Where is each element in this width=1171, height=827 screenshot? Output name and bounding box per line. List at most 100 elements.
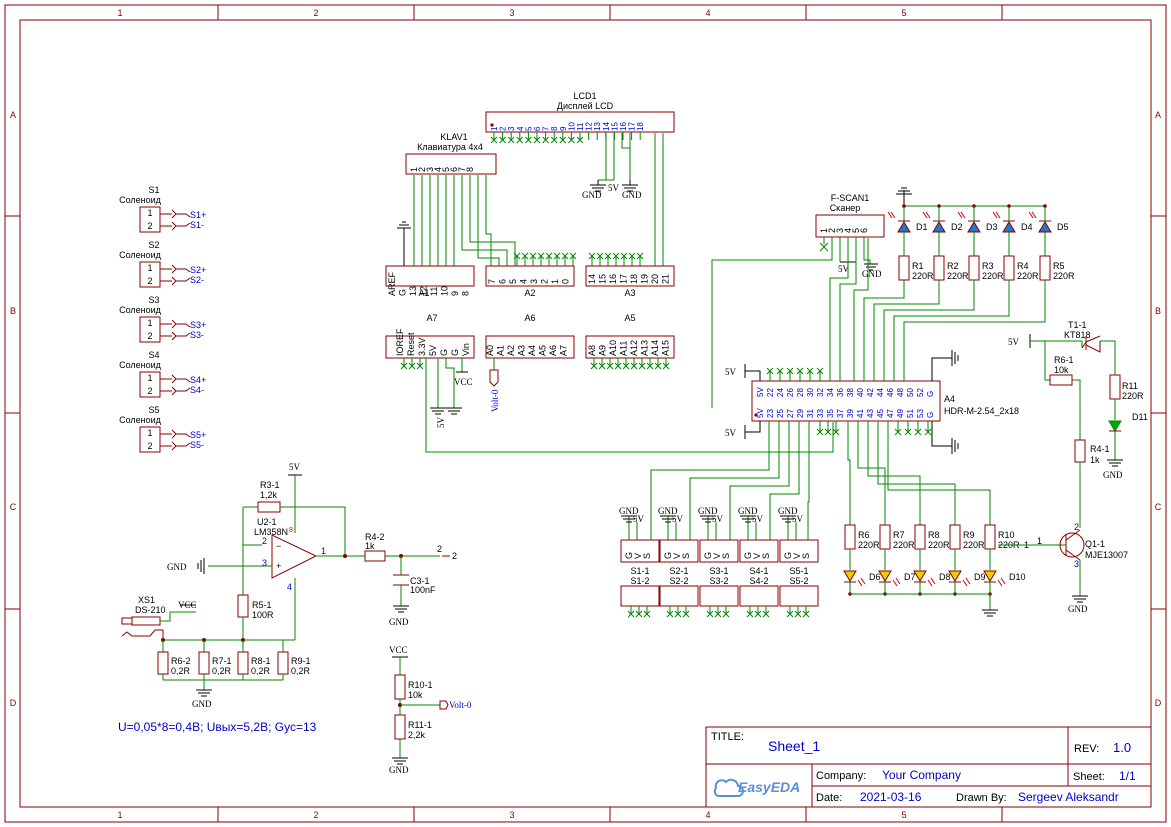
lcd-name: Дисплей LCD (557, 101, 614, 111)
no-connect-mark (796, 367, 804, 375)
a2-pin-label: 0 (561, 279, 571, 284)
a3-pin-label: 18 (629, 274, 639, 284)
gnd-label: GND (167, 562, 187, 572)
no-connect-mark (638, 362, 646, 370)
a4-bottom-pin-label: 31 (806, 409, 815, 418)
solenoid-name: Соленоид (119, 305, 162, 315)
no-connect-marks (588, 252, 644, 266)
switch-pin-label: S (681, 553, 691, 559)
switch-pin-label: V (792, 553, 802, 559)
bottom-resistor-value: 220R (858, 540, 880, 550)
no-connect-mark (525, 136, 532, 144)
solenoid-name: Соленоид (119, 250, 162, 260)
col-label-4b: 4 (705, 810, 710, 820)
a5-pin-label: A15 (661, 340, 671, 356)
a4-ref: A4 (944, 394, 955, 404)
r3-1-val: 1,2k (260, 490, 278, 500)
lcd-pin-label: 2 (499, 126, 508, 131)
no-connect-mark (627, 610, 635, 618)
gnd-label: GND (619, 506, 639, 516)
volt0-label: Volt-0 (490, 389, 500, 412)
a6-pin-label: A4 (527, 345, 537, 356)
no-connect-mark (832, 428, 840, 436)
a6-pin-label: A0 (485, 345, 495, 356)
t1-ref: T1-1 (1068, 320, 1087, 330)
bottom-led-bank: R6220RD6R7220RD7R8220RD8R9220RD9R10220RD… (843, 524, 1026, 617)
volt0-label: Volt-0 (449, 700, 472, 710)
a1-pin-label: 11 (429, 287, 439, 296)
fscan-pin-label: 3 (835, 228, 845, 233)
a7-pin-label: Reset (406, 332, 416, 356)
a4-top-pin-label: G (926, 391, 935, 397)
svg-text:8: 8 (289, 527, 293, 534)
switch-ref2: S3-2 (709, 576, 728, 586)
klav-pin-label: 8 (465, 167, 475, 172)
a1-ref: A1 (418, 288, 429, 298)
a7-pin-label: 3.3V (417, 337, 427, 356)
no-connect-mark (559, 136, 567, 144)
lcd-pin-label: 6 (533, 126, 542, 131)
switch-pin-label: V (672, 553, 682, 559)
a2-pin-label: 6 (498, 279, 508, 284)
a4-top-pin-label: 30 (806, 388, 815, 397)
fscan-pin-label: 5 (851, 228, 861, 233)
fscan-pin-label: 6 (859, 228, 869, 233)
no-connect-marks (400, 358, 424, 370)
switch-ref: S2-1 (669, 566, 688, 576)
no-connect-mark (561, 252, 569, 260)
row-label-d: D (10, 698, 17, 708)
a4-bottom-pin-label: 29 (796, 409, 805, 418)
top-resistor-ref: R3 (982, 261, 994, 271)
no-connect-marks (513, 252, 577, 266)
no-connect-mark (786, 610, 794, 618)
svg-text:−: − (276, 541, 281, 551)
gnd-label: GND (622, 190, 642, 200)
a6-ref: A6 (524, 313, 535, 323)
r4-2-ref: R4-2 (365, 532, 385, 542)
top-resistor-value: 220R (982, 271, 1004, 281)
a5-pin-label: A9 (598, 345, 608, 356)
svg-text:4: 4 (287, 582, 292, 592)
lcd-pin-label: 4 (516, 126, 525, 131)
svg-text:1: 1 (147, 208, 152, 218)
rev-label: REV: (1074, 743, 1099, 755)
no-connect-mark (614, 362, 622, 370)
net-label: S2+ (190, 265, 206, 275)
q1-ref: Q1-1 (1085, 539, 1105, 549)
a4-bottom-pin-label: 25 (776, 409, 785, 418)
switch-pin-label: G (663, 552, 673, 559)
a3-ref: A3 (624, 288, 635, 298)
col-label-1: 1 (117, 8, 122, 18)
no-connect-mark (499, 136, 506, 144)
r11-ref: R11 (1122, 381, 1138, 391)
shunt-ref: R8-1 (251, 656, 271, 666)
a7-pin-label: G (450, 349, 460, 356)
a4-top-pin-label: 38 (846, 388, 855, 397)
klav-pin-label: 1 (409, 167, 419, 172)
r4-1-ref: R4-1 (1090, 444, 1110, 454)
date-value: 2021-03-16 (860, 790, 922, 804)
switch-ref2: S5-2 (789, 576, 808, 586)
a5-ref: A5 (624, 313, 635, 323)
gnd-label: GND (389, 617, 409, 627)
no-connect-mark (682, 610, 690, 618)
v5-label: 5V (792, 514, 804, 524)
bottom-resistor-value: 220R (928, 540, 950, 550)
no-connect-mark (590, 362, 598, 370)
no-connect-mark (914, 428, 922, 436)
row-label-b: B (10, 306, 16, 316)
solenoid-ref: S1 (148, 185, 159, 195)
shunt-value: 0,2R (251, 666, 271, 676)
a3-pin-label: 21 (661, 274, 671, 284)
no-connect-mark (806, 367, 814, 375)
